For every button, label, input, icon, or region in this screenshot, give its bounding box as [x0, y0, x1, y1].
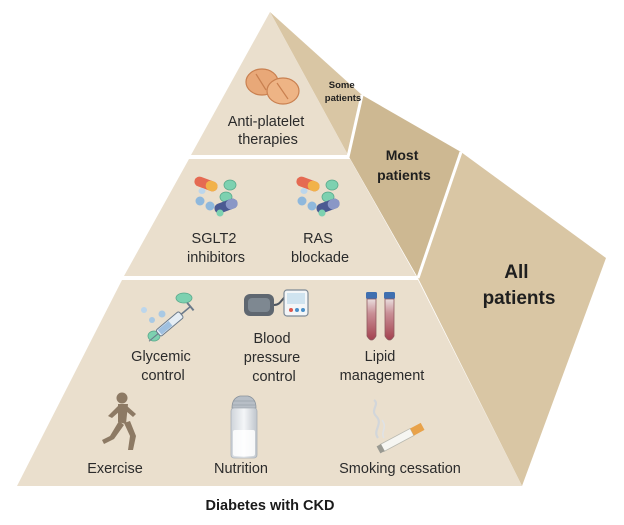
lipid-management-label: Lipid management: [340, 349, 425, 384]
ras-label: RAS blockade: [291, 231, 349, 266]
side-face-bottom: [418, 152, 606, 486]
side-face-top: [270, 12, 362, 155]
divider-top-side: [346, 94, 364, 158]
blood-pressure-monitor-icon: [244, 289, 309, 317]
most-patients-label: Most patients: [377, 147, 431, 183]
tier-bottom: [17, 280, 522, 486]
anti-platelet-label: Anti-platelet therapies: [228, 114, 309, 148]
diagram-caption: Diabetes with CKD: [206, 498, 335, 514]
tier-bottom-group: Glycemic control Blood pressure control …: [87, 262, 555, 477]
tier-middle-group: SGLT2 inhibitors RAS blockade Most patie…: [187, 147, 431, 266]
glycemic-control-label: Glycemic control: [131, 349, 195, 384]
blood-pressure-control-label: Blood pressure control: [244, 331, 304, 385]
side-dividers: [346, 94, 463, 279]
tier-top-group: Anti-platelet therapies Some patients: [228, 68, 361, 148]
exercise-label: Exercise: [87, 461, 143, 477]
all-patients-label: All patients: [483, 262, 556, 309]
runner-icon: [102, 392, 136, 450]
tablets-icon: [245, 68, 300, 105]
salt-shaker-icon: [230, 395, 258, 459]
divider-middle-side: [416, 151, 463, 279]
sglt2-label: SGLT2 inhibitors: [187, 231, 245, 266]
pills-icon: [194, 176, 238, 217]
pyramid-front-face: [17, 12, 522, 486]
smoking-cessation-label: Smoking cessation: [339, 461, 461, 477]
some-patients-label: Some patients: [325, 80, 361, 104]
syringe-icon: [141, 292, 195, 342]
test-tubes-icon: [366, 292, 395, 341]
pills-icon: [296, 176, 340, 217]
nutrition-label: Nutrition: [214, 461, 268, 477]
tier-middle: [124, 159, 416, 276]
cigarette-icon: [372, 399, 425, 454]
